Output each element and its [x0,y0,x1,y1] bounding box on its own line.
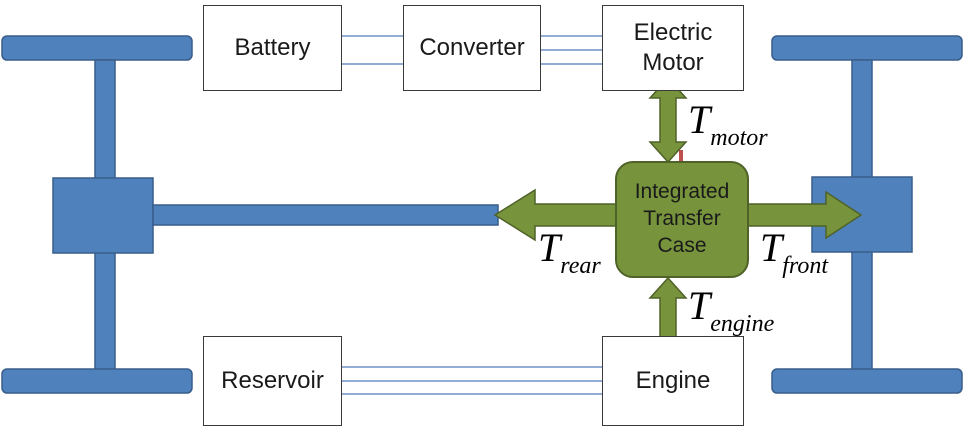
integrated-transfer-case-label: Integrated Transfer Case [634,180,730,257]
rear-propeller-shaft [152,204,499,226]
motor-torque-label: Tmotor [688,96,768,151]
reservoir-box: Reservoir [203,336,342,426]
front-axle-assembly [771,35,963,394]
converter-motor-link [541,35,602,65]
motor-torque-subscript: motor [710,125,768,151]
engine-label: Engine [635,367,711,394]
battery-label: Battery [234,34,311,61]
rear-torque-symbol: T [538,225,561,270]
rear-axle-bottom-wheel [1,368,193,394]
electric-motor-label: Electric Motor [633,19,713,76]
battery-converter-link [342,35,403,65]
integrated-transfer-case: Integrated Transfer Case [615,161,749,278]
engine-torque-label: Tengine [688,282,774,337]
converter-label: Converter [419,34,525,61]
rear-torque-subscript: rear [560,253,601,279]
reservoir-label: Reservoir [221,367,324,394]
reservoir-engine-link [342,366,602,395]
engine-torque-subscript: engine [710,311,775,337]
motor-torque-symbol: T [688,97,711,142]
front-torque-label: Tfront [760,224,828,279]
front-axle-bottom-wheel [771,368,963,394]
front-torque-subscript: front [782,253,829,279]
engine-torque-symbol: T [688,283,711,328]
engine-box: Engine [602,336,744,426]
rear-axle-top-wheel [1,35,193,61]
converter-box: Converter [403,5,541,91]
rear-differential [52,177,154,254]
front-axle-top-wheel [771,35,963,61]
rear-torque-label: Trear [538,224,601,279]
electric-motor-box: Electric Motor [602,5,744,91]
front-torque-symbol: T [760,225,783,270]
battery-box: Battery [203,5,342,91]
